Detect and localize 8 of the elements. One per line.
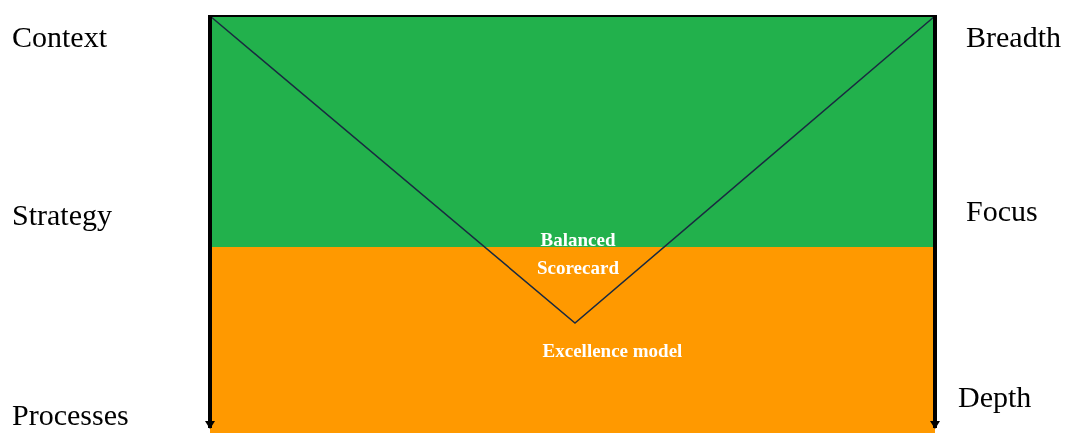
model-label: Excellence model [541, 339, 684, 363]
level-label: Context [12, 22, 107, 52]
level-label: Breadth [966, 22, 1061, 52]
level-label: Processes [12, 400, 129, 430]
model-label: Balanced Scorecard [536, 228, 620, 280]
level-label: Focus [966, 196, 1038, 226]
level-label: Strategy [12, 200, 112, 230]
level-label: Depth [958, 382, 1032, 412]
